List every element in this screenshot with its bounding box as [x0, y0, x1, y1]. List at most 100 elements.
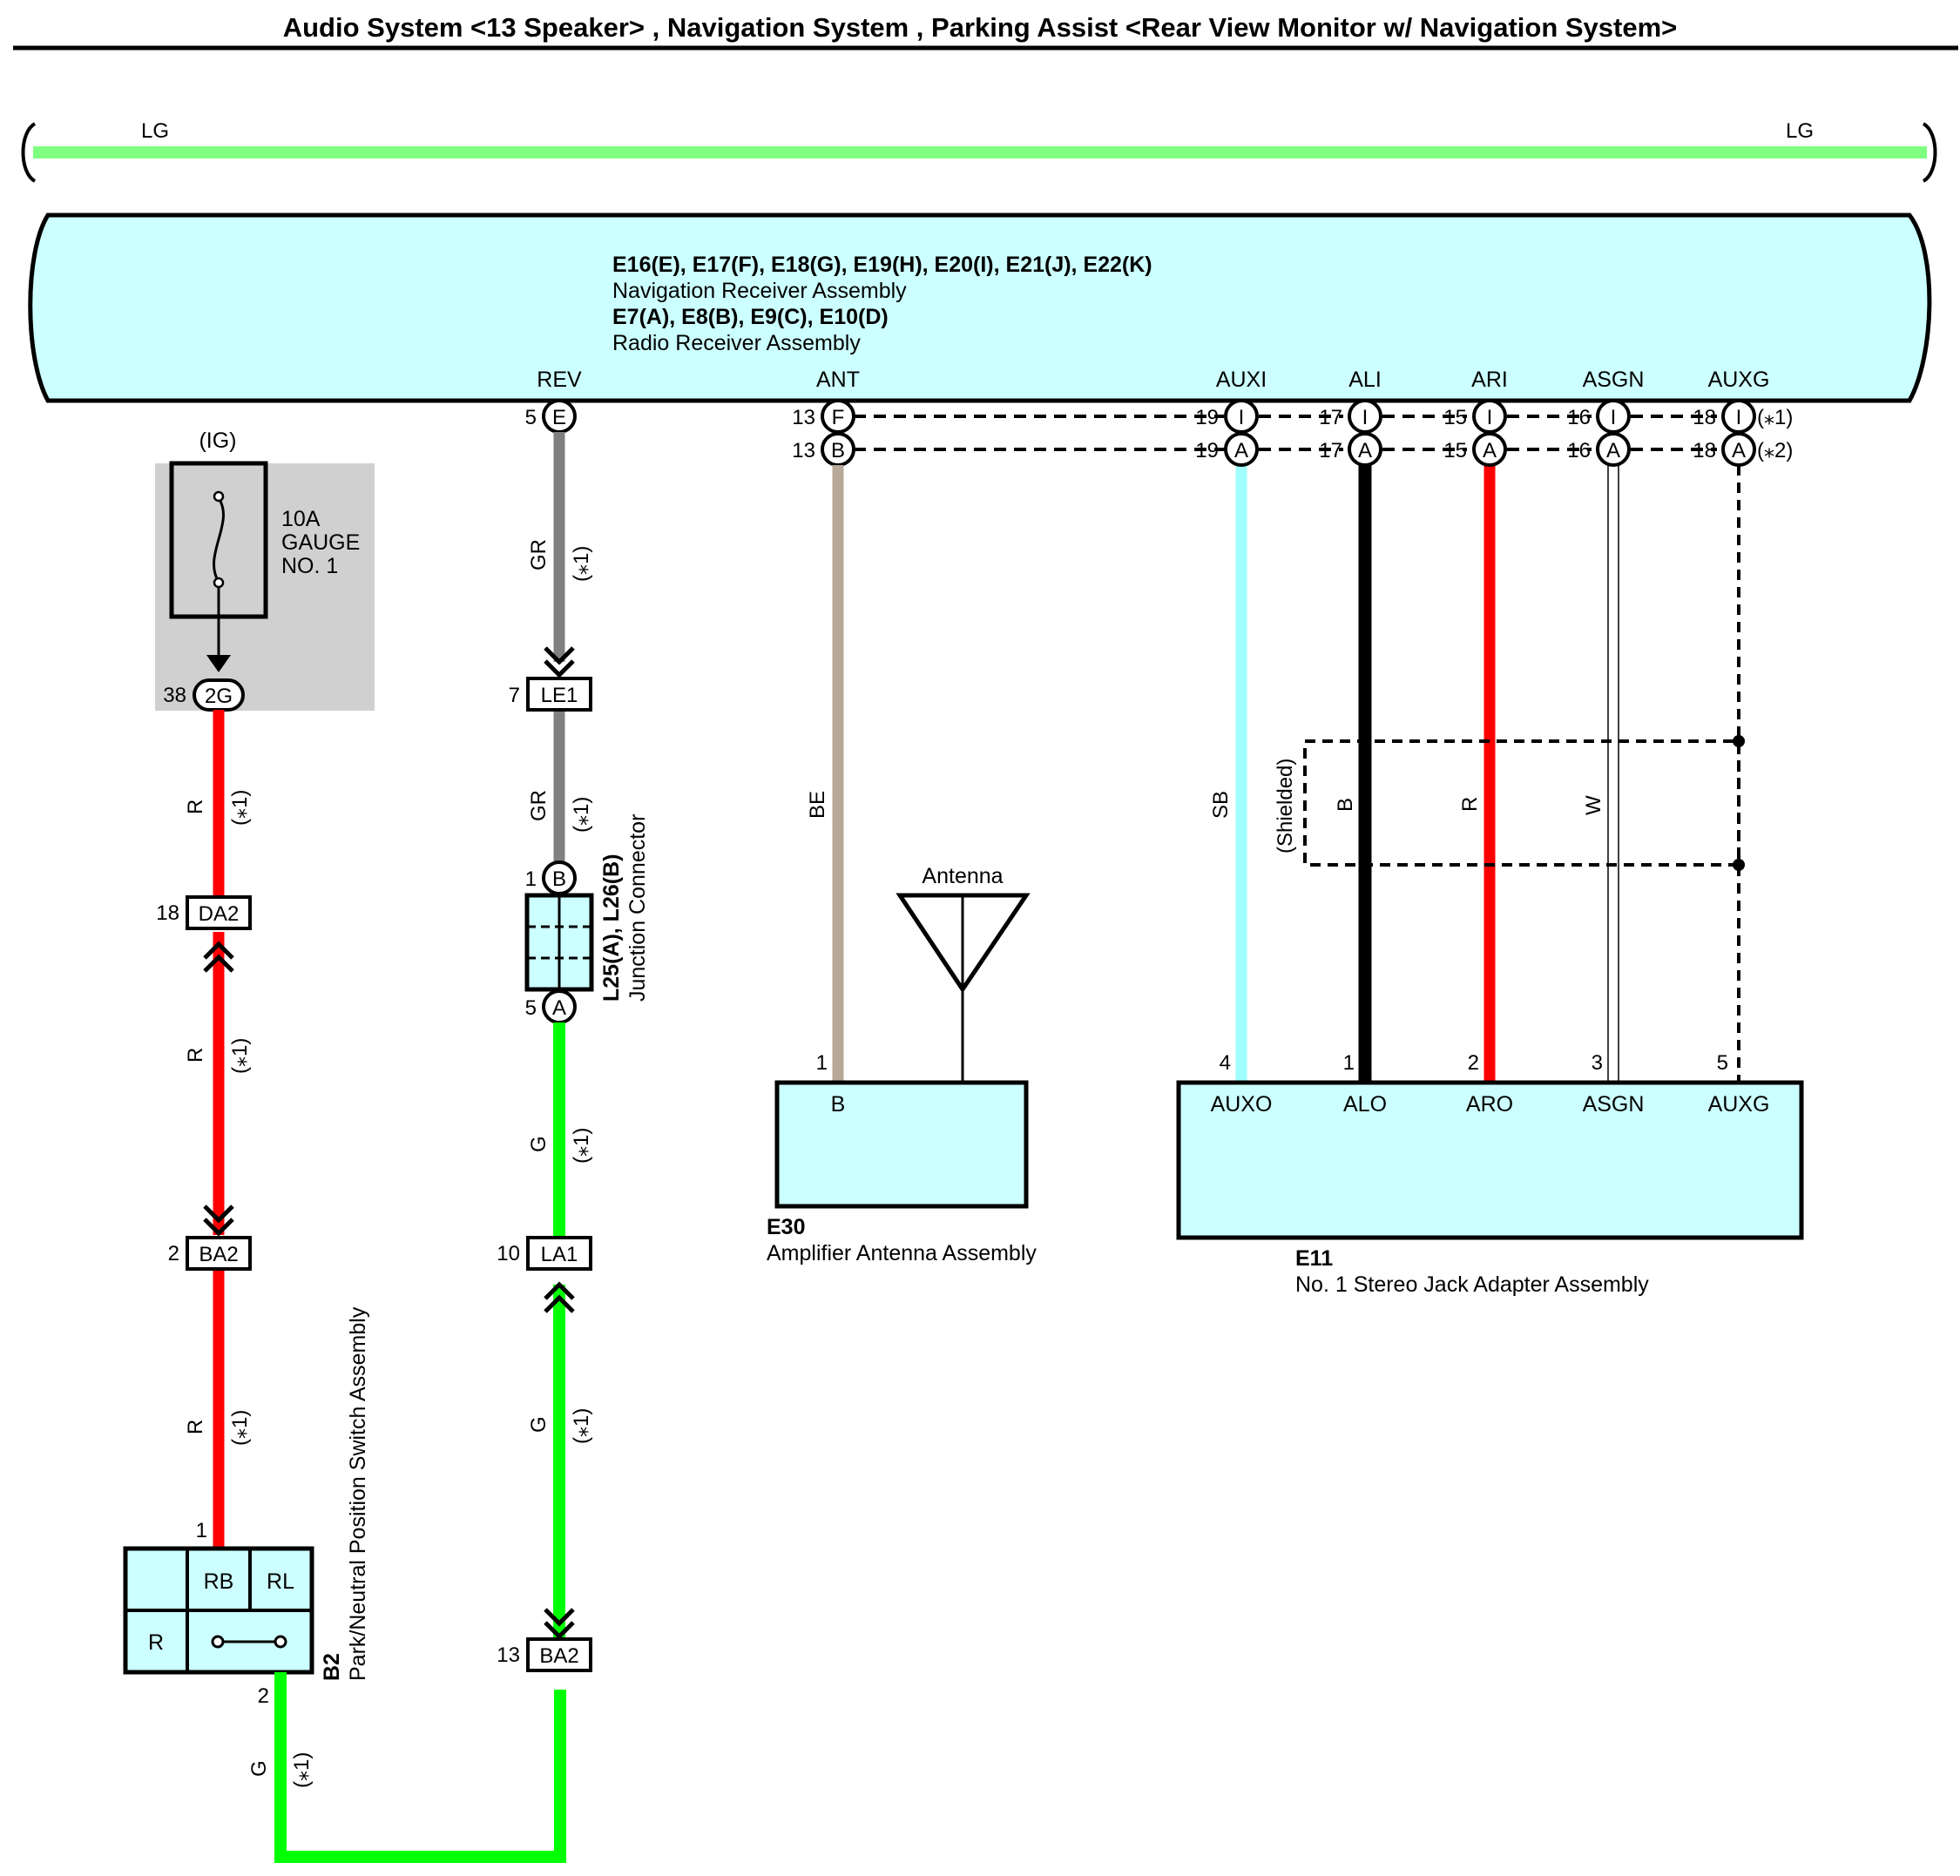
receiver-name-nav: Navigation Receiver Assembly — [612, 279, 907, 303]
fuse-rating: 10A — [281, 507, 321, 531]
fuse-name-line2: NO. 1 — [281, 554, 338, 578]
pin-jc-b-letter: B — [552, 867, 566, 891]
jack-term-auxo: AUXO — [1211, 1092, 1273, 1117]
receiver-assembly-box — [28, 213, 1932, 403]
pin-auxi-a-num: 19 — [1195, 439, 1219, 462]
stereo-jack-adapter-box — [1176, 1080, 1804, 1240]
pin-ari-i-num: 15 — [1443, 406, 1467, 429]
connector-ba2-left — [186, 1236, 252, 1271]
connector-da2-pin: 18 — [156, 901, 179, 925]
wire-label-b: B — [1334, 798, 1357, 812]
jack-term-asgn: ASGN — [1583, 1092, 1645, 1117]
pin-ali-a-letter: A — [1358, 439, 1372, 462]
wire-note-gr-1: (⁎1) — [570, 546, 593, 582]
connector-ba2-left-pin: 2 — [168, 1242, 179, 1265]
switch-cell-r: R — [148, 1630, 164, 1655]
pin-ant-b-num: 13 — [792, 439, 815, 462]
connector-ba2-mid — [526, 1637, 592, 1672]
wire-label-r-2: R — [184, 1048, 207, 1063]
pin-ari-a-letter: A — [1483, 439, 1497, 462]
wire-label-r-1: R — [184, 800, 207, 814]
park-neutral-switch — [123, 1546, 314, 1675]
connector-ba2-mid-pin: 13 — [497, 1643, 520, 1667]
pin-jc-a-letter: A — [552, 996, 566, 1020]
connector-ba2-left-id: BA2 — [199, 1243, 238, 1266]
chevron-down-icon — [544, 1608, 575, 1640]
wire-label-r-jack: R — [1458, 797, 1482, 812]
switch-name: Park/Neutral Position Switch Assembly — [346, 1306, 370, 1681]
wire-note-r-1: (⁎1) — [228, 790, 252, 826]
wire-label-g-2: G — [527, 1416, 551, 1433]
receiver-name-radio: Radio Receiver Assembly — [612, 331, 861, 355]
pin-note-1: (⁎1) — [1757, 406, 1793, 429]
antenna-pin: 1 — [816, 1051, 828, 1075]
connector-2g-pin: 38 — [163, 684, 186, 707]
terminal-rev: REV — [537, 368, 582, 392]
connector-2g-id: 2G — [205, 685, 233, 708]
jack-pin-5: 5 — [1717, 1051, 1728, 1075]
connector-la1-id: LA1 — [541, 1243, 578, 1266]
switch-cell-rl: RL — [267, 1569, 294, 1594]
pin-ali-a-num: 17 — [1319, 439, 1342, 462]
chevron-down-icon — [544, 646, 575, 678]
switch-pin-2: 2 — [258, 1684, 269, 1708]
pin-jc-b-num: 1 — [525, 867, 537, 891]
terminal-auxi: AUXI — [1216, 368, 1267, 392]
junction-connector — [524, 893, 594, 992]
jack-term-alo: ALO — [1343, 1092, 1387, 1117]
fuse-ig-label: (IG) — [199, 429, 236, 453]
shield-box — [1303, 739, 1740, 867]
pin-asgn-a-num: 16 — [1567, 439, 1591, 462]
wire-label-gr-2: GR — [527, 790, 551, 821]
receiver-codes-radio: E7(A), E8(B), E9(C), E10(D) — [612, 305, 889, 329]
wire-note-gr-2: (⁎1) — [570, 797, 593, 833]
connector-ba2-mid-id: BA2 — [539, 1644, 578, 1668]
shield-junction-top — [1733, 735, 1745, 747]
wire-label-gr-1: GR — [527, 539, 551, 570]
pin-asgn-i-letter: I — [1611, 406, 1617, 429]
pin-auxg-a-letter: A — [1732, 439, 1746, 462]
wire-label-g-bottom: G — [247, 1760, 271, 1777]
switch-pin-1: 1 — [196, 1519, 207, 1542]
wire-label-sb: SB — [1209, 791, 1233, 819]
chevron-up-icon — [203, 941, 234, 973]
connector-la1-pin: 10 — [497, 1242, 520, 1265]
pin-asgn-a-letter: A — [1606, 439, 1620, 462]
fuse-terminal-top — [213, 490, 225, 503]
pin-ali-i-letter: I — [1362, 406, 1369, 429]
wire-note-g-bottom: (⁎1) — [290, 1752, 314, 1788]
pin-rev-e-letter: E — [552, 406, 566, 429]
shield-junction-bottom — [1733, 859, 1745, 871]
amplifier-antenna-name: Amplifier Antenna Assembly — [767, 1241, 1037, 1265]
jack-pin-3: 3 — [1592, 1051, 1603, 1075]
connector-le1-pin: 7 — [509, 684, 520, 707]
connector-le1 — [526, 677, 592, 712]
pin-ari-i-letter: I — [1487, 406, 1493, 429]
antenna-symbol-icon — [896, 893, 1031, 1083]
connector-da2 — [186, 895, 252, 930]
connector-da2-id: DA2 — [199, 902, 240, 926]
shield-label: (Shielded) — [1274, 759, 1297, 854]
pin-asgn-i-num: 16 — [1567, 406, 1591, 429]
jack-term-auxg: AUXG — [1708, 1092, 1770, 1117]
wire-label-w: W — [1582, 795, 1605, 815]
amplifier-antenna-code: E30 — [767, 1215, 805, 1239]
pin-dash-links — [854, 415, 1717, 451]
pin-auxi-i-letter: I — [1239, 406, 1245, 429]
pin-jc-a-num: 5 — [525, 996, 537, 1020]
chevron-up-icon — [544, 1281, 575, 1313]
receiver-codes-nav: E16(E), E17(F), E18(G), E19(H), E20(I), … — [612, 253, 1152, 277]
wire-label-be: BE — [806, 791, 829, 819]
page-title: Audio System <13 Speaker> , Navigation S… — [283, 12, 1678, 43]
terminal-ant: ANT — [816, 368, 860, 392]
wire-note-g-2: (⁎1) — [570, 1408, 593, 1444]
pin-ari-a-num: 15 — [1443, 439, 1467, 462]
jack-pin-2: 2 — [1468, 1051, 1479, 1075]
pin-rev-e-num: 5 — [525, 406, 537, 429]
wire-note-r-2: (⁎1) — [228, 1038, 252, 1074]
pin-ali-i-num: 17 — [1319, 406, 1342, 429]
pin-auxg-i-letter: I — [1736, 406, 1742, 429]
terminal-asgn: ASGN — [1583, 368, 1645, 392]
wire-note-g-1: (⁎1) — [570, 1128, 593, 1164]
wire-label-g-1: G — [527, 1136, 551, 1152]
